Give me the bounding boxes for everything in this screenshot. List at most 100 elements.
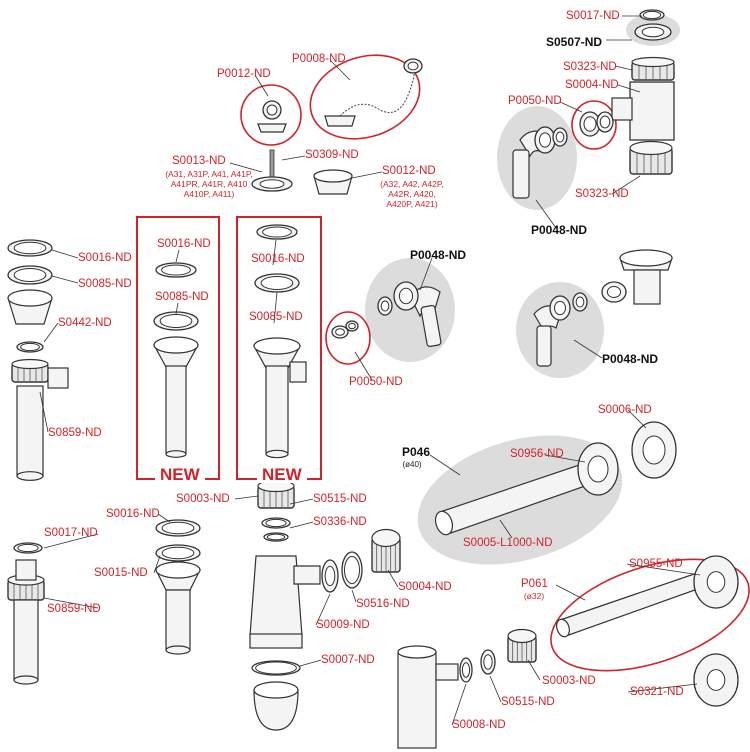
- leader-line: [273, 291, 278, 324]
- label-s0323-top: S0323-ND: [563, 61, 617, 73]
- leader-line: [229, 162, 263, 173]
- leader-line: [39, 391, 49, 433]
- label-s0085-new1: S0085-ND: [155, 291, 209, 303]
- oring-s0007-hole: [255, 661, 297, 675]
- leader-line: [627, 409, 647, 429]
- nut-s0323-top-top: [631, 56, 675, 68]
- leader-line: [419, 257, 433, 291]
- label-p0048-right: P0048-ND: [602, 352, 659, 366]
- tube-bottom-left: [165, 589, 191, 651]
- tube-new2-end: [265, 449, 289, 459]
- new-kit-frame-1: [136, 216, 220, 480]
- label-s0515-bottom: S0515-ND: [501, 696, 555, 708]
- label-p0050-top: P0050-ND: [508, 95, 562, 107]
- pipe-p061-end: [556, 618, 570, 638]
- label-s0005: S0005-L1000-ND: [463, 537, 553, 549]
- label-s0009: S0009-ND: [316, 619, 370, 631]
- label-s0004-top: S0004-ND: [565, 79, 619, 91]
- leader-line: [234, 495, 259, 500]
- leader-line: [611, 175, 641, 195]
- washer-s0085-left-hole: [13, 268, 47, 282]
- label-s0015: S0015-ND: [94, 567, 148, 579]
- bottle-trap-outlet: [435, 663, 459, 681]
- washer-s0336-hole: [266, 533, 286, 541]
- leader-line: [51, 275, 79, 284]
- washer-p0048-mid-hole: [380, 300, 390, 312]
- plug-p0012: [257, 123, 287, 133]
- label-s0515-mid: S0515-ND: [313, 493, 367, 505]
- branch-new2: [289, 361, 307, 383]
- highlight-p0008: [309, 54, 421, 140]
- body-right: [633, 269, 661, 305]
- s0013-model-list: (A31, A31P, A41, A41P, A41PR, A41R, A410…: [165, 169, 253, 199]
- funnel-new1-rim: [153, 336, 199, 354]
- leader-line: [51, 249, 79, 259]
- bottle-trap-body: [397, 651, 437, 749]
- label-s0859-bottom: S0859-ND: [47, 603, 101, 615]
- label-p0008: P0008-ND: [292, 53, 346, 65]
- washer-s0016-new1-hole: [161, 264, 191, 276]
- washer-s0016-new2-hole: [262, 226, 292, 238]
- leader-line: [281, 155, 306, 161]
- label-s0008: S0008-ND: [452, 719, 506, 731]
- leader-line: [43, 597, 99, 609]
- ring-p0050-mid-hole: [348, 322, 356, 330]
- leader-line: [429, 454, 461, 476]
- label-s0017-top: S0017-ND: [566, 10, 620, 22]
- label-s0516: S0516-ND: [356, 598, 410, 610]
- leader-line: [627, 683, 698, 693]
- leader-line: [354, 351, 373, 381]
- washer-s0009-hole: [324, 565, 336, 587]
- new-badge-2: NEW: [257, 466, 307, 483]
- washer-s0017-bottom-hole: [17, 543, 39, 553]
- leader-line: [43, 322, 59, 343]
- label-p061: P061: [521, 578, 548, 590]
- grate-s0013-hole: [259, 179, 285, 189]
- washer-s0085-new2-hole: [260, 276, 294, 290]
- washer-p0050-top-hole: [583, 116, 597, 132]
- plug-ring-p0012-hole: [266, 104, 278, 116]
- label-p0048-top: P0048-ND: [531, 223, 588, 237]
- nut-s0859-left-top: [11, 358, 49, 370]
- bottle-trap-rim: [397, 645, 437, 659]
- washer-s0515-mid-hole: [265, 518, 287, 528]
- washer-s0015-hole: [161, 546, 195, 560]
- nut-p0048-mid-hole: [398, 287, 414, 305]
- collar-s0859-bottom: [15, 559, 37, 581]
- leader-line: [329, 59, 351, 81]
- label-p0050-mid: P0050-ND: [349, 376, 403, 388]
- label-s0006: S0006-ND: [598, 404, 652, 416]
- tube-s0859-left: [16, 385, 44, 477]
- rosette-s0321-hole: [706, 669, 726, 691]
- label-s0309: S0309-ND: [305, 149, 359, 161]
- branch-s0859-left: [47, 367, 69, 389]
- plug-p0008: [324, 115, 356, 127]
- nut-right-hole: [606, 286, 622, 298]
- label-s0003-bottom: S0003-ND: [542, 675, 596, 687]
- new-badge-1: NEW: [155, 466, 205, 483]
- leader-line: [489, 675, 502, 703]
- label-s0956: S0956-ND: [510, 448, 564, 460]
- leader-line: [351, 589, 357, 603]
- tube-s0859-left-end: [16, 471, 44, 481]
- p046-diameter: (ø40): [402, 460, 422, 469]
- rosette-s0955-hole: [706, 571, 726, 593]
- leader-line: [157, 513, 171, 523]
- tube-bottom-left-end: [165, 645, 191, 655]
- p061-diameter: (ø32): [523, 591, 545, 601]
- elbow-tail-p0048-mid: [420, 304, 442, 348]
- label-s0085-left: S0085-ND: [78, 278, 132, 290]
- leader-line: [573, 339, 603, 359]
- ring-s0515-bottom-hole: [483, 654, 493, 670]
- tee-branch: [611, 97, 633, 121]
- washer-s0442-hole: [20, 342, 40, 352]
- leader-line: [527, 659, 541, 681]
- washer-p0050-mid-hole: [335, 328, 345, 336]
- label-p046: P046: [402, 445, 431, 459]
- washer-s0085-new1-hole: [159, 314, 193, 328]
- rosette-s0006-hole: [642, 435, 666, 465]
- washer-p0048-right-hole: [575, 296, 585, 308]
- label-s0321: S0321-ND: [630, 686, 684, 698]
- tube-s0859-bottom-end: [13, 675, 39, 685]
